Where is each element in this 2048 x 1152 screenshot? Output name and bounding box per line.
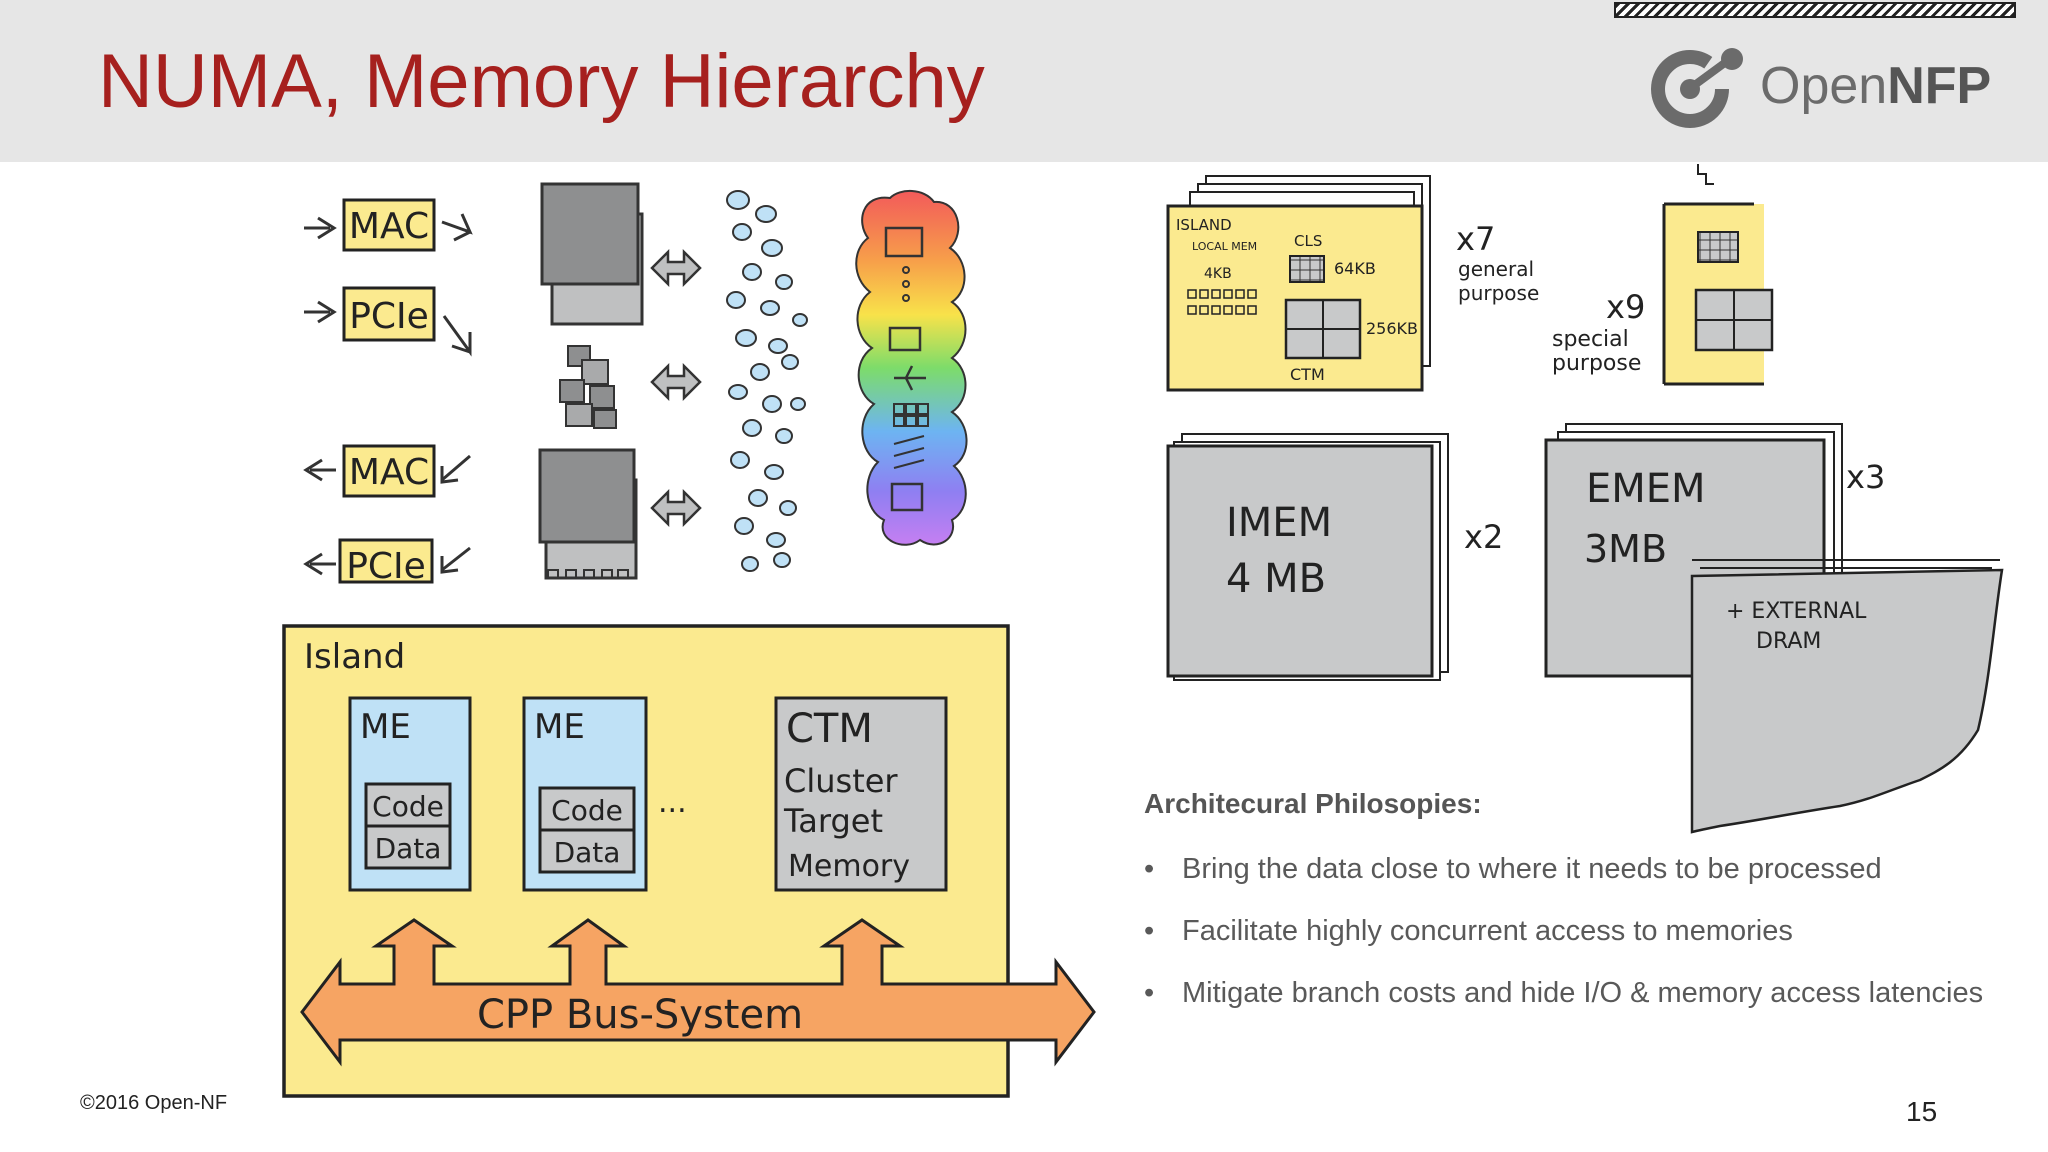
external-dram-block: + EXTERNAL DRAM (1690, 559, 2004, 834)
packet-bubbles (726, 190, 808, 572)
ellipsis: ... (658, 785, 687, 820)
emem-count: x3 (1846, 458, 1885, 496)
card-cls: CLS (1294, 232, 1322, 250)
robot-icon (890, 482, 924, 512)
card-local-mem: LOCAL MEM (1192, 240, 1257, 253)
bus-label: CPP Bus-System (477, 992, 803, 1038)
cup-icon (888, 326, 922, 352)
grid-icon (893, 403, 929, 427)
logo-wordmark: OpenNFP (1760, 56, 1991, 116)
external-line-2: DRAM (1756, 629, 1821, 654)
stripes-icon (893, 435, 925, 469)
ctm-title: CTM (786, 706, 873, 752)
philosophies-list: Bring the data close to where it needs t… (1144, 848, 2004, 1034)
ctm-line-3: Memory (788, 849, 910, 884)
code-label-1: Code (372, 790, 444, 823)
gray-block-top (540, 182, 644, 326)
imem-block: IMEM 4 MB x2 (1166, 433, 1503, 681)
mac-out-label: MAC (349, 452, 429, 493)
opennfp-logo-icon (1651, 48, 1743, 128)
special-desc-1: special (1552, 327, 1629, 352)
card-desc-1: general (1458, 257, 1534, 281)
mac-out-block: MAC (303, 444, 471, 498)
imem-count: x2 (1464, 518, 1503, 556)
ctm-block: CTM Cluster Target Memory (774, 696, 948, 892)
philosophies-title: Architecural Philosopies: (1144, 788, 1482, 819)
island-block: Island ME Code Data ME Code Data ... CTM… (282, 624, 1096, 1098)
card-count: x7 (1456, 220, 1495, 258)
cls-grid (1289, 255, 1325, 283)
ctm-line-2: Target (783, 802, 883, 840)
card-ctm-label: CTM (1290, 365, 1325, 384)
emem-name: EMEM (1586, 466, 1706, 512)
gray-block-bottom (538, 448, 638, 580)
code-label-2: Code (551, 794, 623, 827)
special-count: x9 (1606, 288, 1645, 326)
double-arrow-top (650, 248, 702, 288)
mac-in-block: MAC (304, 198, 473, 252)
double-arrow-bottom (650, 488, 702, 528)
hatched-stripe (1614, 2, 2016, 18)
envelope-icon (884, 226, 924, 258)
imem-name: IMEM (1226, 500, 1332, 546)
philosophy-item: Bring the data close to where it needs t… (1144, 848, 2004, 891)
data-label-1: Data (375, 832, 442, 865)
me-label-2: ME (534, 707, 585, 747)
card-local-mem-size: 4KB (1204, 266, 1232, 282)
io-flow-diagram: MAC PCIe MAC PCIe (303, 182, 968, 587)
special-grid (1697, 231, 1739, 263)
logo-text-nfp: NFP (1887, 57, 1992, 115)
philosophy-item: Facilitate highly concurrent access to m… (1144, 910, 2004, 953)
me-label-1: ME (360, 707, 411, 747)
imem-size: 4 MB (1226, 556, 1326, 602)
emem-size: 3MB (1584, 527, 1667, 571)
card-island-title: ISLAND (1176, 216, 1232, 234)
local-mem-cells (1187, 289, 1257, 315)
card-desc-2: purpose (1458, 281, 1539, 305)
special-card-stack: x9 special purpose (1552, 164, 1774, 386)
external-line-1: + EXTERNAL (1726, 599, 1867, 624)
card-cls-size: 64KB (1334, 259, 1376, 278)
logo-text-open: Open (1760, 57, 1888, 115)
fork-icon (894, 365, 926, 391)
opennfp-logo: OpenNFP (1648, 44, 1991, 134)
pcie-in-label: PCIe (349, 296, 429, 337)
special-desc-2: purpose (1552, 351, 1641, 376)
card-ctm-size: 256KB (1366, 319, 1418, 338)
data-label-2: Data (554, 836, 621, 869)
gray-chunks-middle (559, 345, 617, 429)
mac-in-label: MAC (349, 206, 429, 247)
page-number: 15 (1906, 1096, 1938, 1127)
pcie-out-block: PCIe (303, 538, 471, 587)
island-card-stack: ISLAND LOCAL MEM 4KB CLS 64KB 256KB CTM … (1166, 175, 1539, 392)
ctm-line-1: Cluster (784, 762, 898, 800)
copyright-footer: ©2016 Open-NF (80, 1092, 228, 1114)
cpp-bus: CPP Bus-System (300, 918, 1096, 1067)
me-block-1: ME Code Data (348, 696, 472, 892)
island-label: Island (304, 637, 405, 677)
rainbow-processing-cloud (855, 190, 968, 546)
double-arrow-middle (650, 362, 702, 402)
philosophy-item: Mitigate branch costs and hide I/O & mem… (1144, 972, 2004, 1015)
pcie-out-label: PCIe (346, 546, 426, 587)
dots-icon (902, 266, 910, 302)
page-title: NUMA, Memory Hierarchy (98, 39, 985, 124)
me-block-2: ME Code Data (522, 696, 648, 892)
pcie-in-block: PCIe (304, 286, 472, 357)
